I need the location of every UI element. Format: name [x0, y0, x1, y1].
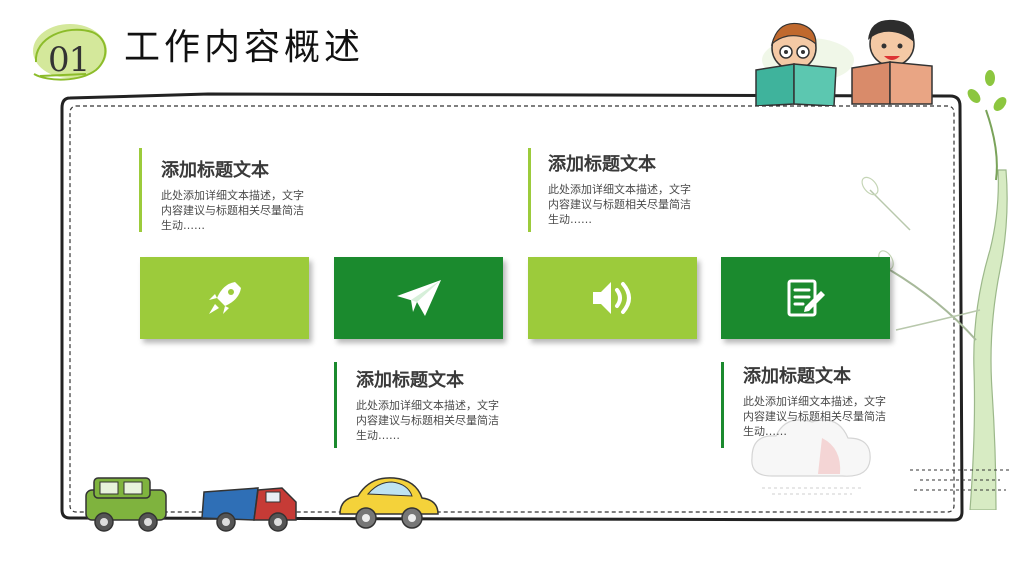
item-title: 添加标题文本: [548, 154, 656, 175]
item-description: 此处添加详细文本描述，文字 内容建议与标题相关尽量简洁 生动……: [356, 399, 499, 442]
item-text-4: 添加标题文本 此处添加详细文本描述，文字 内容建议与标题相关尽量简洁 生动……: [743, 362, 913, 439]
item-accent-bar: [528, 148, 531, 232]
item-text-2: 添加标题文本 此处添加详细文本描述，文字 内容建议与标题相关尽量简洁 生动……: [356, 366, 526, 443]
edit-document-icon: [787, 279, 825, 317]
item-text-3: 添加标题文本 此处添加详细文本描述，文字 内容建议与标题相关尽量简洁 生动……: [548, 150, 718, 227]
item-accent-bar: [139, 148, 142, 232]
cars-illustration: [85, 477, 439, 532]
tile-edit-document[interactable]: [721, 257, 890, 339]
cloud-illustration: [751, 419, 871, 495]
item-accent-bar: [721, 362, 724, 448]
tile-paper-plane[interactable]: [334, 257, 503, 339]
tile-rocket[interactable]: [140, 257, 309, 339]
tree-illustration: [861, 70, 1010, 510]
item-title: 添加标题文本: [161, 160, 269, 181]
item-description: 此处添加详细文本描述，文字 内容建议与标题相关尽量简洁 生动……: [161, 189, 304, 232]
paper-plane-icon: [396, 280, 441, 316]
speaker-icon: [592, 282, 631, 314]
item-description: 此处添加详细文本描述，文字 内容建议与标题相关尽量简洁 生动……: [548, 183, 691, 226]
item-accent-bar: [334, 362, 337, 448]
item-description: 此处添加详细文本描述，文字 内容建议与标题相关尽量简洁 生动……: [743, 395, 886, 438]
number-badge-icon: [33, 24, 107, 81]
section-number: 01: [48, 40, 90, 80]
kids-reading-illustration: [755, 19, 933, 106]
content-frame: [60, 92, 964, 522]
page-title: 工作内容概述: [124, 27, 365, 68]
item-title: 添加标题文本: [356, 370, 464, 391]
rocket-icon: [208, 282, 241, 314]
item-title: 添加标题文本: [743, 366, 851, 387]
item-text-1: 添加标题文本 此处添加详细文本描述，文字 内容建议与标题相关尽量简洁 生动……: [161, 156, 331, 233]
tile-speaker[interactable]: [528, 257, 697, 339]
